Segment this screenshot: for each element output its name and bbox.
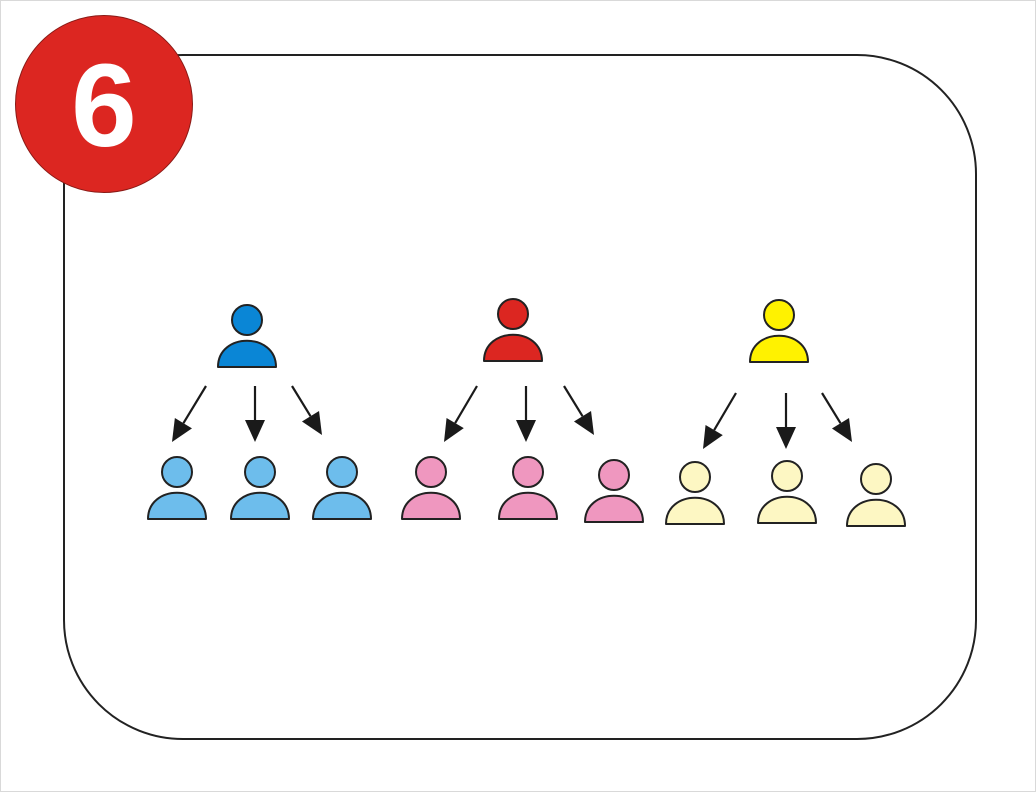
member-person-icon: [498, 456, 558, 520]
leader-person-icon: [217, 304, 277, 368]
person-head: [231, 304, 263, 336]
person-head: [415, 456, 447, 488]
person-body: [217, 339, 277, 368]
member-person-icon: [147, 456, 207, 520]
person-body: [483, 333, 543, 362]
person-body: [757, 495, 817, 524]
down-arrow-icon: [444, 385, 478, 442]
red-group: [401, 298, 644, 523]
down-arrow-icon: [821, 392, 852, 442]
step-number: 6: [71, 40, 137, 172]
person-body: [665, 496, 725, 525]
person-body: [584, 494, 644, 523]
person-head: [161, 456, 193, 488]
down-arrow-icon: [291, 385, 322, 435]
person-head: [771, 460, 803, 492]
person-body: [498, 491, 558, 520]
person-body: [312, 491, 372, 520]
person-head: [326, 456, 358, 488]
member-person-icon: [846, 463, 906, 527]
member-person-icon: [757, 460, 817, 524]
member-person-icon: [312, 456, 372, 520]
member-person-icon: [665, 461, 725, 525]
member-person-icon: [230, 456, 290, 520]
person-body: [401, 491, 461, 520]
person-body: [749, 334, 809, 363]
down-arrow-icon: [172, 385, 207, 442]
person-head: [512, 456, 544, 488]
leader-person-icon: [749, 299, 809, 363]
down-arrow-icon: [516, 386, 536, 442]
person-head: [860, 463, 892, 495]
down-arrow-icon: [563, 385, 594, 435]
yellow-group: [665, 299, 906, 527]
person-body: [147, 491, 207, 520]
person-head: [679, 461, 711, 493]
down-arrow-icon: [703, 392, 737, 449]
blue-group: [147, 304, 372, 520]
person-head: [497, 298, 529, 330]
person-body: [230, 491, 290, 520]
leader-person-icon: [483, 298, 543, 362]
down-arrow-icon: [245, 386, 265, 442]
member-person-icon: [401, 456, 461, 520]
member-person-icon: [584, 459, 644, 523]
person-head: [598, 459, 630, 491]
person-head: [244, 456, 276, 488]
person-head: [763, 299, 795, 331]
step-number-badge: 6: [15, 15, 193, 193]
person-body: [846, 498, 906, 527]
down-arrow-icon: [776, 393, 796, 449]
